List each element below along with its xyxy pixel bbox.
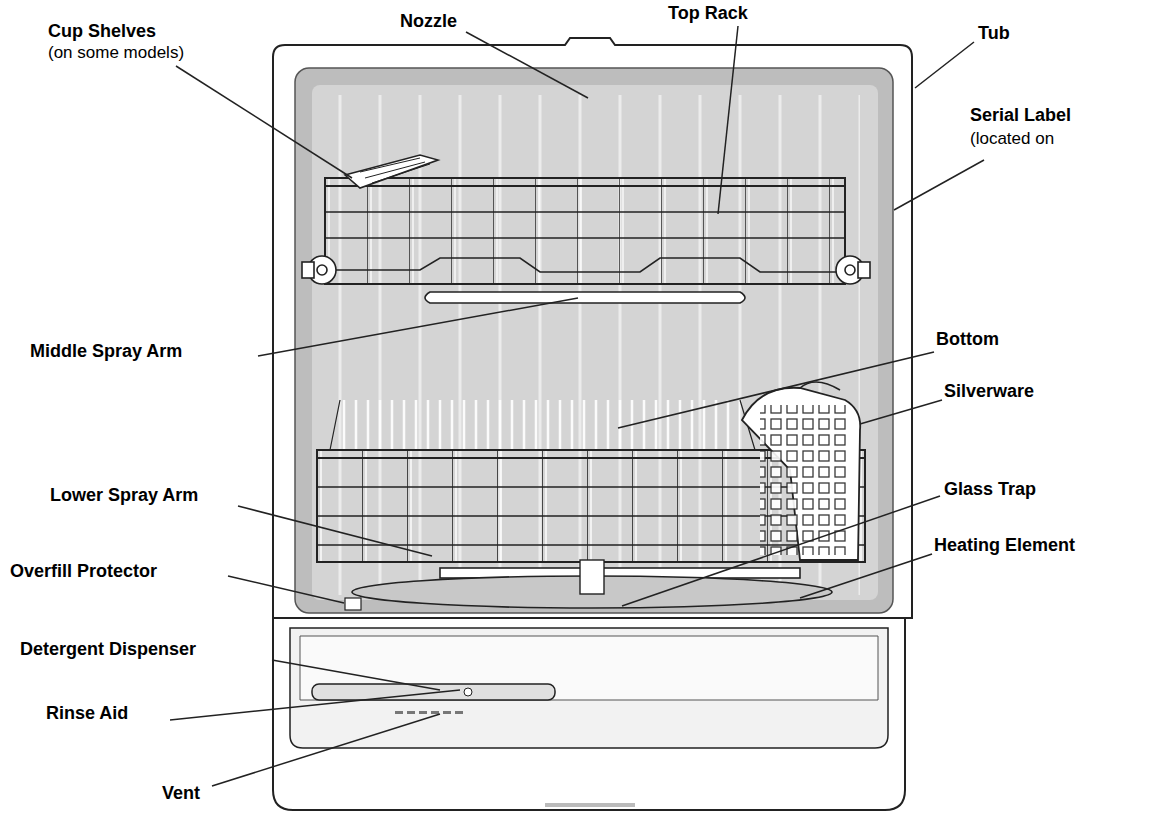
part-label: Nozzle [400,12,457,32]
part-label: Detergent Dispenser [20,640,196,660]
part-label: Overfill Protector [10,562,157,582]
part-label: Top Rack [668,4,748,24]
part-label: Serial Label [970,106,1071,126]
part-label: Heating Element [934,536,1075,556]
part-label: Cup Shelves [48,22,156,42]
part-label: Silverware [944,382,1034,402]
part-label: Bottom [936,330,999,350]
part-label: Vent [162,784,200,804]
part-label: Middle Spray Arm [30,342,182,362]
part-note: (on some models) [48,44,184,63]
part-label: Rinse Aid [46,704,128,724]
part-note: (located on [970,130,1054,149]
part-label: Glass Trap [944,480,1036,500]
part-label: Lower Spray Arm [50,486,198,506]
part-label: Tub [978,24,1010,44]
